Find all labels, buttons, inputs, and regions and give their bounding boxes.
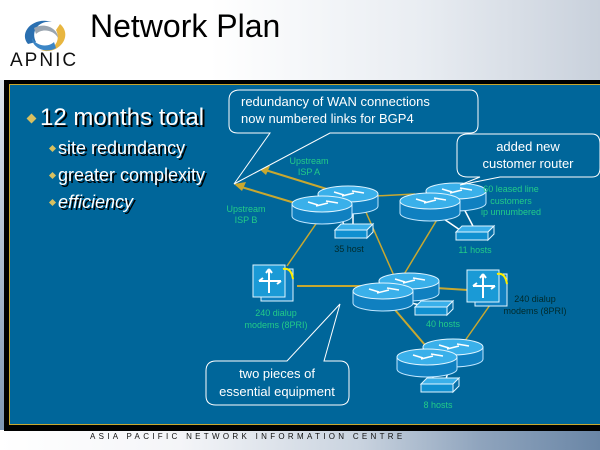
label-modems-left: modems (8PRI) bbox=[244, 320, 307, 330]
label-modems-left: 240 dialup bbox=[255, 308, 297, 318]
switch-35-host bbox=[334, 223, 374, 239]
bullet-main: 12 months total bbox=[26, 104, 205, 132]
logo-text: APNIC bbox=[10, 50, 79, 71]
callout-wan-text: now numbered links for BGP4 bbox=[241, 111, 414, 126]
header-background bbox=[0, 0, 600, 80]
label-isp-b: ISP B bbox=[235, 215, 258, 225]
label-modems-right: modems (8PRI) bbox=[503, 306, 566, 316]
arrow-isp-b-icon bbox=[234, 182, 246, 191]
page-title: Network Plan bbox=[90, 8, 281, 44]
label-isp-a: Upstream bbox=[289, 156, 328, 166]
modem-bank-right-icon bbox=[466, 269, 508, 307]
label-8-hosts: 8 hosts bbox=[423, 400, 453, 410]
label-isp-a: ISP A bbox=[298, 167, 320, 177]
link bbox=[389, 303, 426, 346]
callout-wan bbox=[228, 89, 479, 185]
link-isp-a bbox=[261, 168, 331, 191]
callout-equipment-text: two pieces of bbox=[239, 366, 315, 381]
link bbox=[461, 304, 491, 346]
callout-equipment-text: essential equipment bbox=[219, 384, 335, 399]
callout-router-text: added new bbox=[496, 139, 560, 154]
link bbox=[374, 193, 416, 197]
bullet-text: efficiency bbox=[58, 192, 134, 212]
label-leased: customers bbox=[490, 196, 532, 206]
bullet-sub: site redundancy bbox=[48, 138, 205, 159]
bullet-sub: efficiency bbox=[48, 192, 205, 213]
label-35-host: 35 host bbox=[334, 244, 364, 254]
router-bottom bbox=[397, 339, 483, 377]
bullet-sub: greater complexity bbox=[48, 165, 206, 186]
label-isp-b: Upstream bbox=[226, 204, 265, 214]
label-11-hosts: 11 hosts bbox=[458, 245, 492, 255]
left-strip bbox=[0, 80, 5, 430]
switch-11-hosts bbox=[455, 225, 495, 241]
callout-equipment bbox=[205, 303, 350, 406]
bullet-text: site redundancy bbox=[58, 138, 186, 158]
callout-wan-text: redundancy of WAN connections bbox=[241, 94, 430, 109]
label-40-hosts: 40 hosts bbox=[426, 319, 461, 329]
router-customer bbox=[400, 183, 486, 221]
bullet-text: 12 months total bbox=[40, 104, 205, 131]
callout-router-text: customer router bbox=[482, 156, 574, 171]
bullet-text: greater complexity bbox=[58, 165, 206, 185]
label-modems-right: 240 dialup bbox=[514, 294, 556, 304]
switch-8-hosts bbox=[420, 377, 460, 393]
switch-40-hosts bbox=[414, 300, 454, 316]
callout-router bbox=[456, 133, 600, 186]
link bbox=[402, 217, 439, 277]
modem-bank-left-icon bbox=[252, 264, 294, 302]
bullet-list: 12 months total site redundancy greater … bbox=[26, 104, 206, 213]
link bbox=[286, 217, 321, 267]
footer-text: ASIA PACIFIC NETWORK INFORMATION CENTRE bbox=[90, 432, 406, 441]
router-core-a bbox=[292, 186, 378, 224]
label-leased: ip unnumbered bbox=[481, 207, 541, 217]
label-leased: 60 leased line bbox=[483, 184, 539, 194]
link bbox=[364, 209, 396, 279]
apnic-logo-icon bbox=[24, 20, 66, 52]
